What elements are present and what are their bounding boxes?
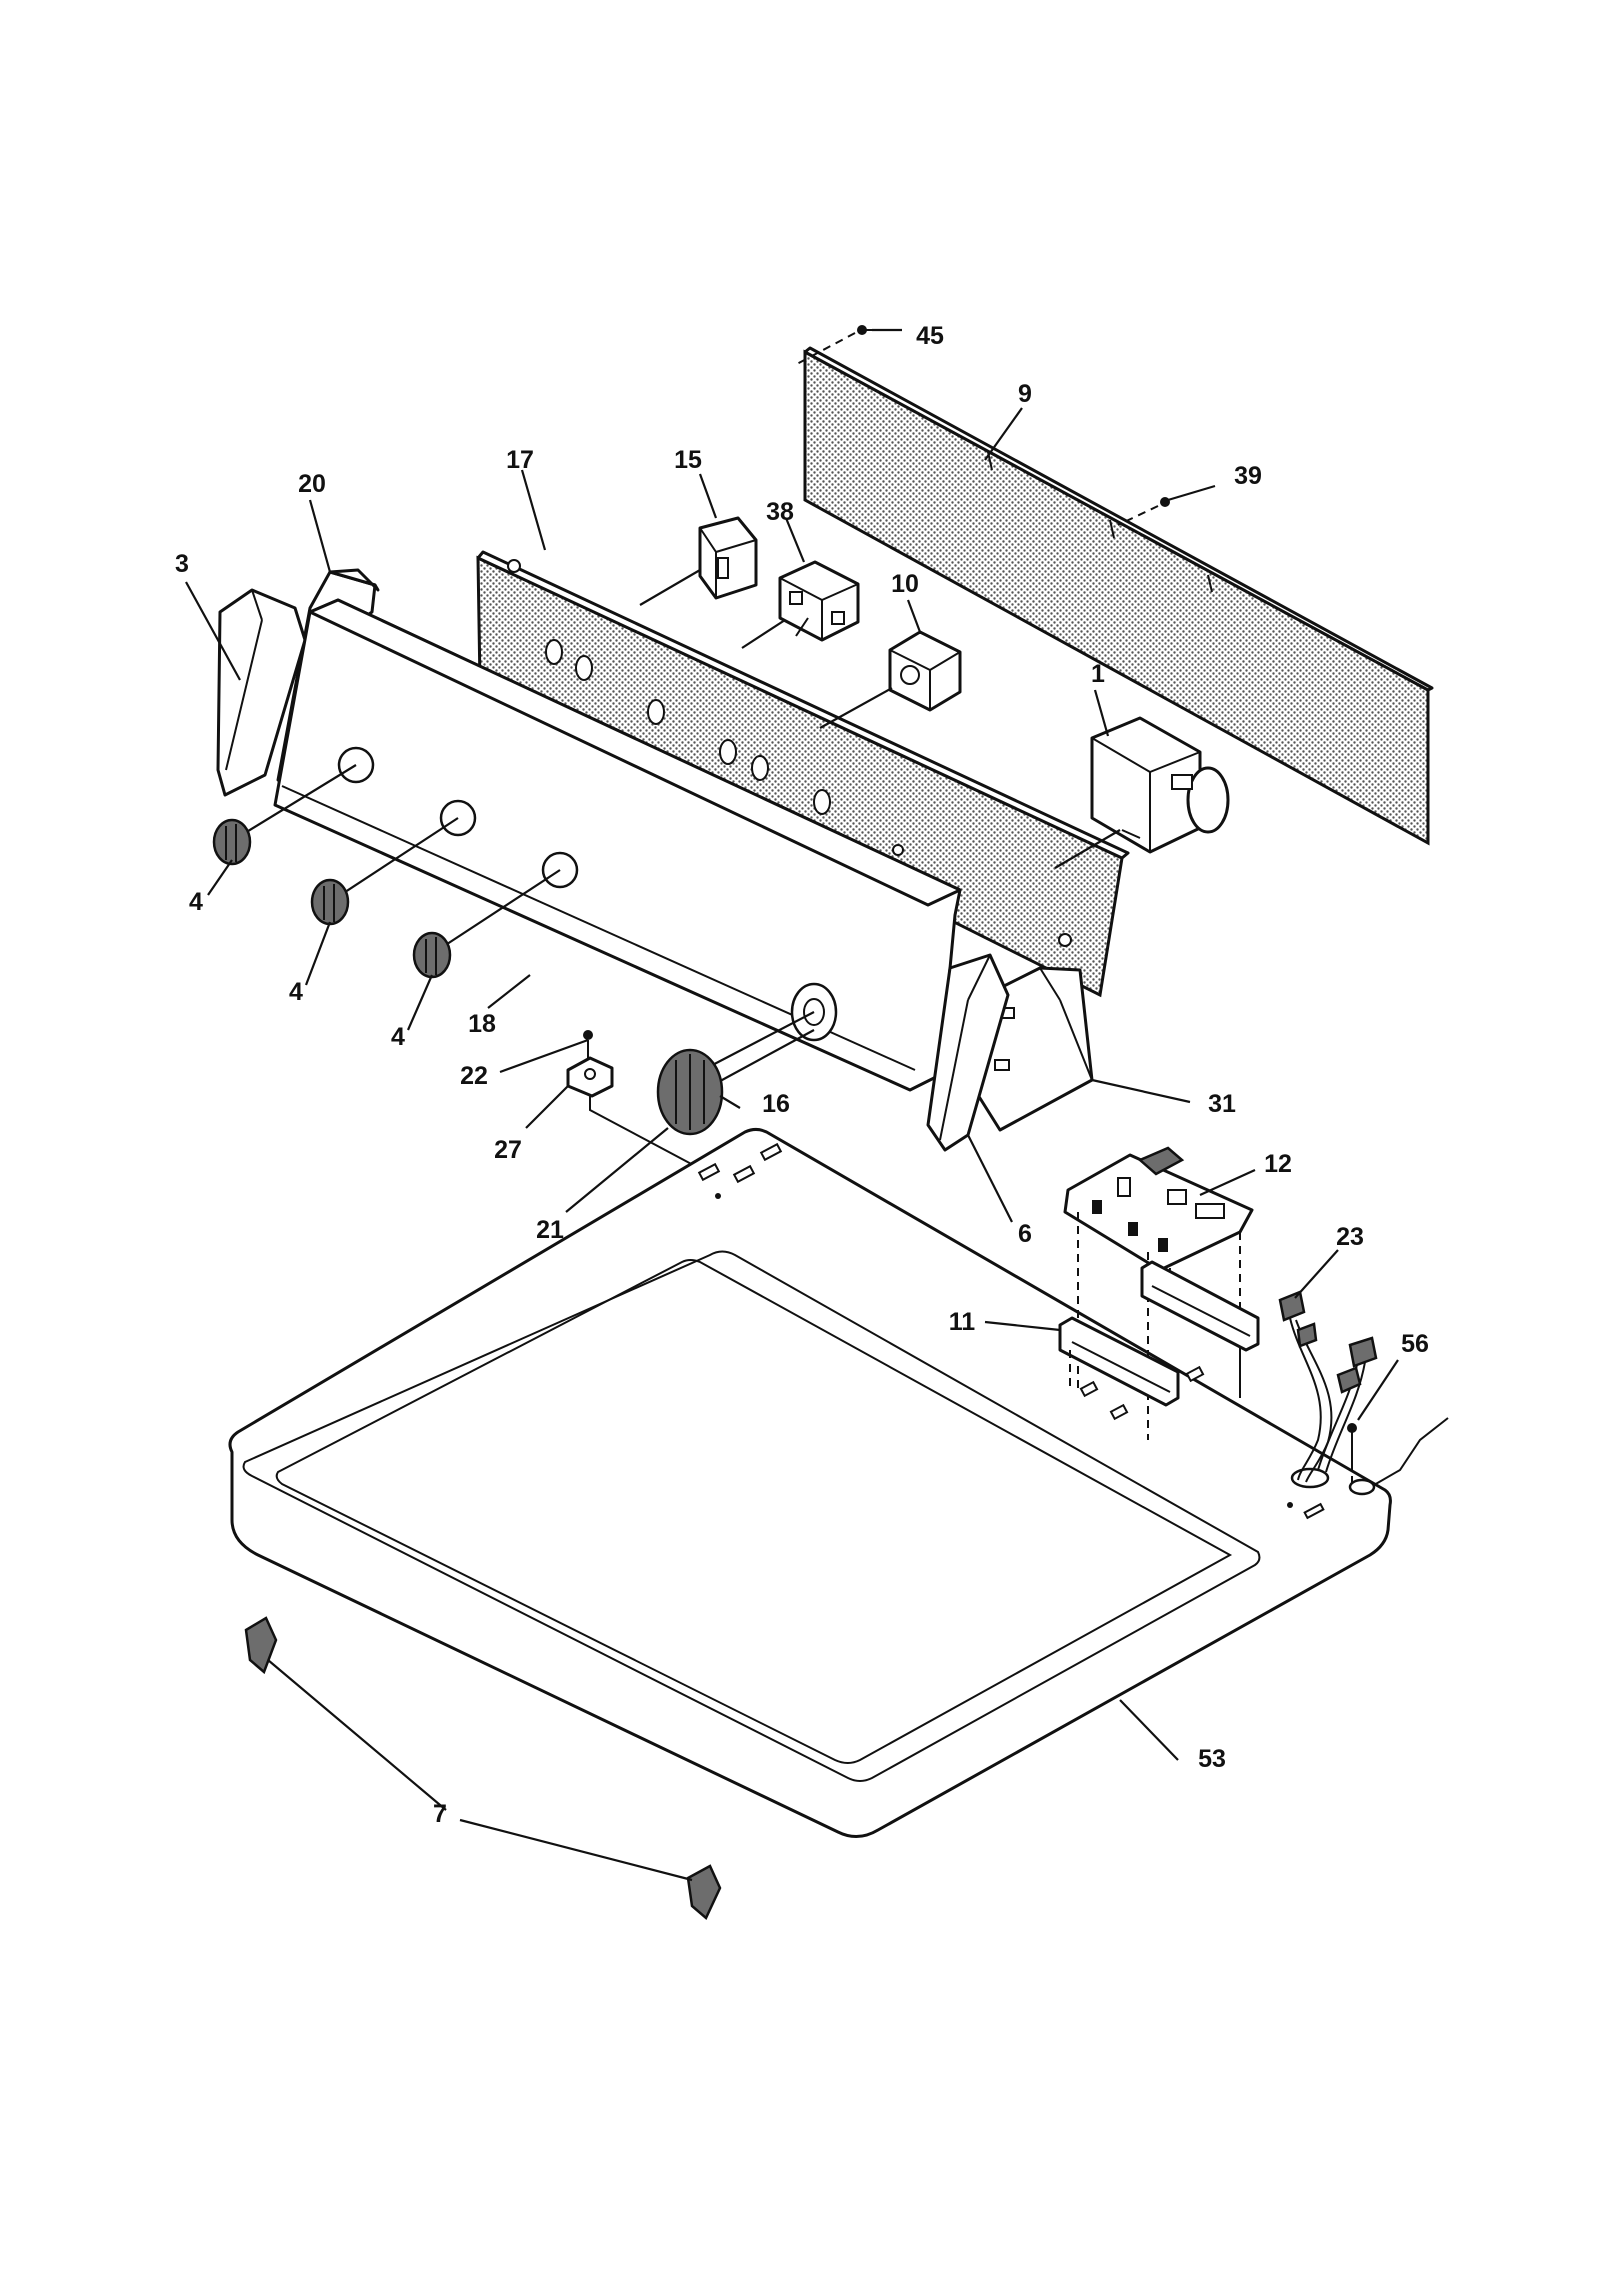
callout-27: 27 (494, 1136, 522, 1164)
callout-1: 1 (1091, 660, 1105, 688)
part-38-switch (778, 560, 860, 642)
callout-labels: 1 3 4 4 4 6 7 9 10 11 12 15 16 17 18 20 … (175, 322, 1429, 1828)
callout-4c: 4 (391, 1023, 405, 1051)
part-12-control-board (1063, 1146, 1254, 1440)
connector-15 (639, 569, 701, 606)
part-23-wire-harness (1278, 1290, 1378, 1483)
part-45-screw (794, 325, 872, 366)
part-4-knob-c (412, 869, 561, 979)
callout-39: 39 (1234, 462, 1262, 490)
callout-9: 9 (1018, 380, 1032, 408)
leader-lines (185, 328, 1399, 1882)
callout-7: 7 (433, 1800, 447, 1828)
callout-18: 18 (468, 1010, 496, 1038)
connector-10 (819, 687, 893, 729)
part-39-screw (1117, 497, 1170, 526)
callout-53: 53 (1198, 1745, 1226, 1773)
part-53-top-panel (228, 1127, 1392, 1838)
callout-4a: 4 (189, 888, 203, 916)
part-21-timer-knob (656, 1011, 815, 1136)
part-56-ground-screw (1347, 1417, 1449, 1496)
connector-38 (741, 619, 786, 649)
callout-15: 15 (674, 446, 702, 474)
callout-45: 45 (916, 322, 944, 350)
callout-12: 12 (1264, 1150, 1292, 1178)
part-10-switch (888, 630, 962, 712)
part-15-switch (698, 516, 758, 600)
part-7-hinge-b (686, 1864, 722, 1921)
callout-56: 56 (1401, 1330, 1429, 1358)
callout-11: 11 (949, 1308, 976, 1336)
part-1-timer (1054, 716, 1230, 869)
callout-38: 38 (766, 498, 794, 526)
part-4-knob-b (310, 817, 459, 926)
callout-3: 3 (175, 550, 189, 578)
callout-17: 17 (506, 446, 534, 474)
callout-21: 21 (536, 1216, 564, 1244)
callout-22: 22 (460, 1062, 488, 1090)
callout-23: 23 (1336, 1223, 1364, 1251)
part-3-end-cap (216, 588, 307, 797)
callout-31: 31 (1208, 1090, 1236, 1118)
part-7-hinge-a (244, 1616, 278, 1675)
part-11-bracket-front (1058, 1316, 1180, 1407)
callout-10: 10 (891, 570, 919, 598)
part-9-rear-panel (803, 346, 1434, 846)
part-17-control-panel-back (476, 550, 1130, 998)
part-18-control-console (273, 598, 962, 1092)
callout-6: 6 (1018, 1220, 1032, 1248)
callout-4b: 4 (289, 978, 303, 1006)
part-4-knob-a (212, 764, 357, 866)
part-22-screw (583, 1030, 593, 1058)
callout-16: 16 (762, 1090, 790, 1118)
part-11-bracket-rear (1140, 1260, 1260, 1398)
callout-20: 20 (298, 470, 326, 498)
